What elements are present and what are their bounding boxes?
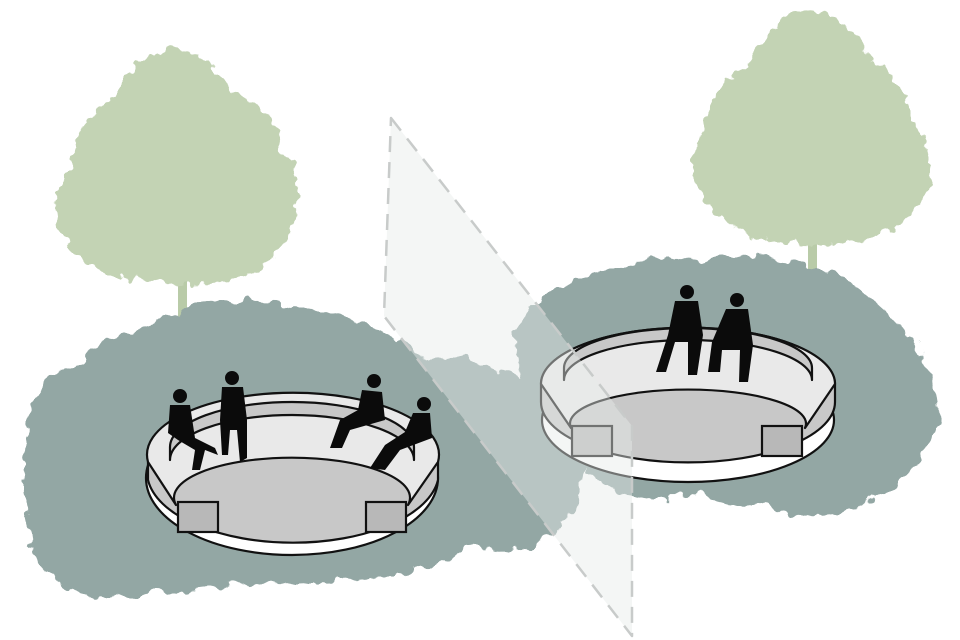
- right-tree-canopy: [693, 10, 930, 246]
- left-bench-end-block-left: [178, 502, 218, 532]
- right-tree: [693, 10, 930, 275]
- left-bench-end-block-right: [366, 502, 406, 532]
- left-tree: [56, 48, 298, 345]
- left-tree-canopy: [56, 48, 298, 285]
- right-bench-end-block-right: [762, 426, 802, 456]
